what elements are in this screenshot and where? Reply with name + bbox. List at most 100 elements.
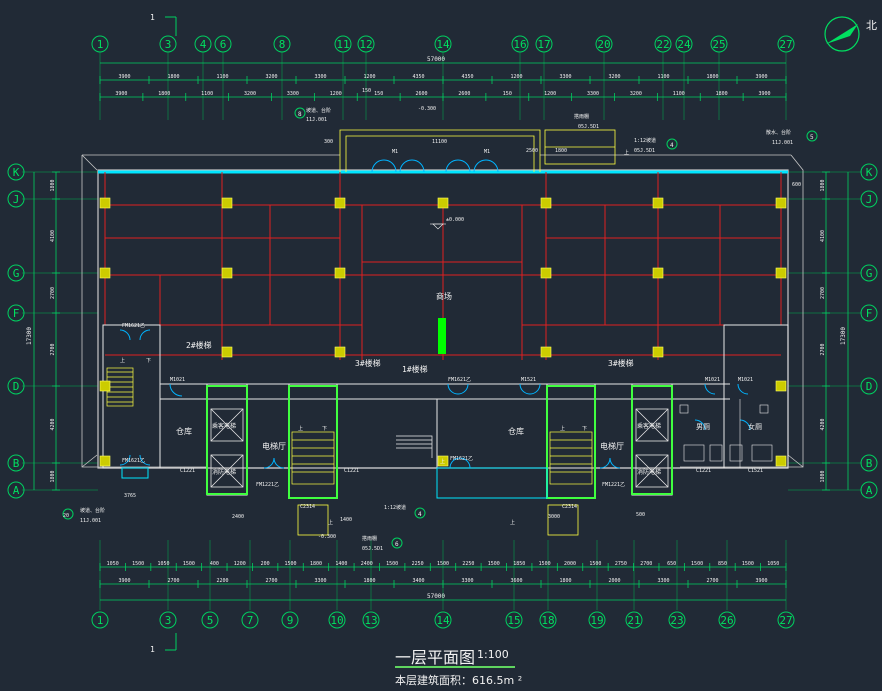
stair-treads [106, 367, 593, 485]
axis-label: 3 [165, 38, 172, 51]
ramp-bottom-right-up: 上 [510, 519, 515, 526]
dim-value: 1100 [657, 74, 669, 80]
dim-value: 850 [718, 561, 727, 567]
window-c1221-a: C1221 [180, 468, 195, 474]
entrance-features [297, 129, 616, 536]
axis-bubble-A: A [860, 481, 878, 499]
dim-1400: 1400 [340, 517, 352, 523]
ramp-right-label: 散水、台阶 [766, 129, 791, 136]
canopy-ref: 05J.5D1 [578, 124, 599, 130]
axis-bubble-F: F [860, 304, 878, 322]
axis-bubble-22: 22 [654, 35, 672, 53]
column [775, 455, 787, 467]
axis-label: 1 [97, 614, 104, 627]
axis-label: 13 [364, 614, 377, 627]
axis-label: 4 [200, 38, 207, 51]
axis-bubble-G: G [7, 264, 25, 282]
bottom-slope-num: 4 [418, 511, 422, 518]
stair2-up: 上 [120, 357, 125, 364]
dim-value: 150 [374, 91, 383, 97]
room-elevator-hall-right: 电梯厅 [600, 441, 624, 451]
dim-value: 1500 [183, 561, 195, 567]
dim-value: 2750 [615, 561, 627, 567]
canopy-slope-label: 1:12坡道 [634, 137, 656, 144]
dim-value: 3300 [461, 578, 473, 584]
dim-value: 2700 [167, 578, 179, 584]
canopy-bottom-label: 搭雨棚 [362, 535, 377, 542]
dim-value: 3300 [559, 74, 571, 80]
column [99, 197, 111, 209]
dim-value: 650 [667, 561, 676, 567]
axis-bubble-27: 27 [777, 611, 795, 629]
dim-value: 1500 [539, 561, 551, 567]
axis-bubble-9: 9 [281, 611, 299, 629]
door-m1021-a: M1021 [170, 377, 185, 383]
canopy-up: 上 [624, 149, 629, 156]
axis-bubble-1: 1 [91, 611, 109, 629]
axis-bubble-21: 21 [625, 611, 643, 629]
dim-value: 3900 [118, 578, 130, 584]
room-toilet-male: 男厕 [696, 423, 710, 431]
door-fm1621-d: FM1621乙 [450, 455, 473, 462]
canopy-num: 4 [670, 142, 674, 149]
room-store-right: 仓库 [508, 426, 524, 436]
axis-bubble-F: F [7, 304, 25, 322]
toilet-fixtures [679, 399, 773, 468]
axis-bubble-14: 14 [434, 611, 452, 629]
stair3b-down: 下 [582, 426, 587, 432]
dim-value: 2700 [706, 578, 718, 584]
axis-label: 10 [330, 614, 343, 627]
dim-600: 600 [792, 182, 801, 188]
axis-bubble-J: J [7, 190, 25, 208]
axis-bubble-6: 6 [214, 35, 232, 53]
dim-value: 2700 [50, 343, 56, 355]
dim-2400: 2400 [232, 514, 244, 520]
axis-bubble-J: J [860, 190, 878, 208]
dim-2500: 2500 [526, 148, 538, 154]
axis-label: D [13, 380, 20, 393]
canopy-bottom-num: 6 [395, 541, 399, 548]
room-fire-lift-left: 消防电梯 [212, 468, 236, 476]
dim-value: 1500 [386, 561, 398, 567]
axis-label: G [13, 267, 20, 280]
canopy-label: 搭雨棚 [574, 113, 589, 120]
dim-value: 3900 [115, 91, 127, 97]
axis-bubble-25: 25 [710, 35, 728, 53]
axis-label: J [13, 193, 20, 206]
dim-value: 3900 [759, 91, 771, 97]
dim-value: 1800 [559, 578, 571, 584]
dim-value: 1200 [510, 74, 522, 80]
dim-value: 2700 [820, 343, 826, 355]
dim-value: 3300 [314, 74, 326, 80]
bottom-slope-label: 1:12坡道 [384, 504, 406, 511]
column [775, 380, 787, 392]
room-toilet-female: 女厕 [748, 422, 762, 431]
dim-value: 1100 [201, 91, 213, 97]
room-stair3b: 3#楼梯 [608, 358, 634, 368]
door-swings [119, 159, 751, 469]
column [437, 455, 449, 467]
door-labels: M1 M1 FM1621乙 FM1621乙 FM1621乙 FM1621乙 M1… [122, 149, 763, 510]
axis-bubble-1: 1 [91, 35, 109, 53]
axis-bubble-3: 3 [159, 35, 177, 53]
window-c2314-b: C2314 [562, 504, 577, 510]
dim-value: 2200 [216, 578, 228, 584]
dim-value: 1200 [330, 91, 342, 97]
stair1-up: 上 [440, 458, 445, 465]
section-cut-mark-bottom: 1 [150, 633, 177, 654]
north-label: 北 [866, 19, 877, 32]
dim-value: 4100 [50, 230, 56, 242]
dim-11100: 11100 [432, 139, 447, 145]
axis-bubble-K: K [860, 163, 878, 181]
axis-label: D [866, 380, 873, 393]
axis-label: 3 [165, 614, 172, 627]
axis-label: 26 [720, 614, 733, 627]
column [652, 346, 664, 358]
axis-label: 14 [436, 614, 450, 627]
dim-value: 1500 [742, 561, 754, 567]
